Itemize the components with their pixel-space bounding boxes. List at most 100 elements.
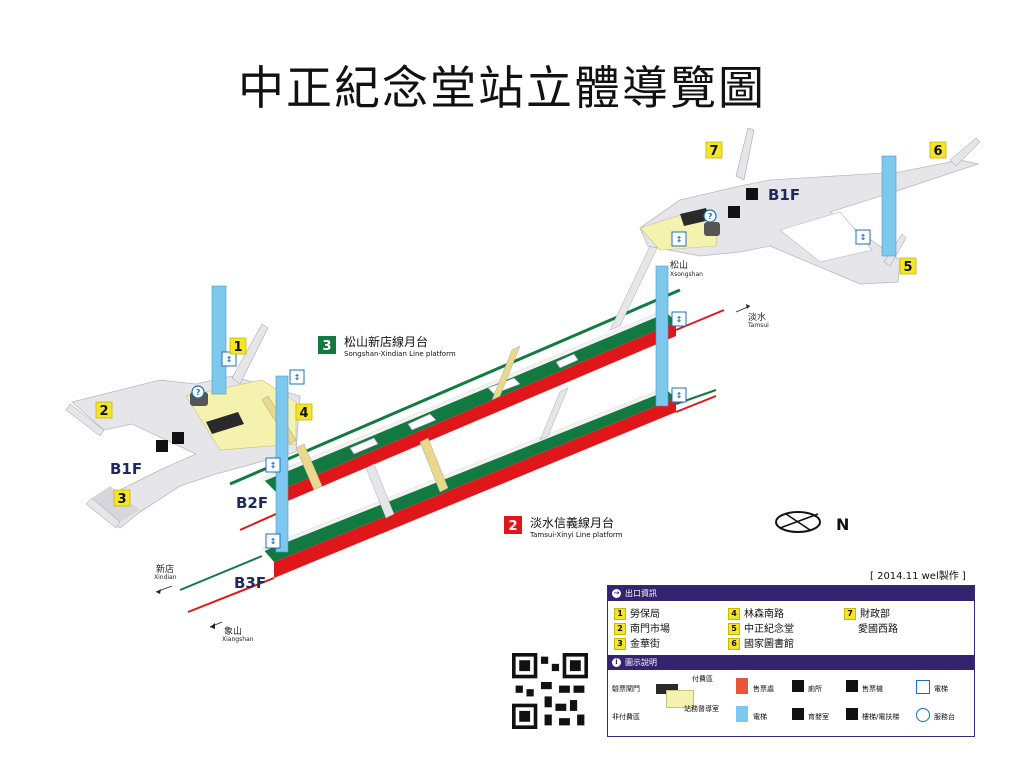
svg-text:象山: 象山 (224, 625, 242, 637)
ticket-machine-icon (728, 206, 740, 218)
svg-text:Xiangshan: Xiangshan (222, 636, 254, 643)
svg-text:↕: ↕ (294, 373, 301, 382)
exit-5[interactable]: 5 (899, 257, 917, 275)
svg-text:2: 2 (508, 519, 517, 534)
b2f-platform (229, 288, 725, 531)
svg-text:3: 3 (322, 339, 331, 354)
svg-text:↕: ↕ (676, 235, 683, 244)
svg-text:Tamsui: Tamsui (747, 322, 769, 329)
legend-info-desk: 站務督導室 (684, 705, 719, 713)
svg-text:Songshan-Xindian Line platform: Songshan-Xindian Line platform (344, 350, 456, 358)
service-desk-icon: ? (191, 385, 205, 399)
exit-4[interactable]: 4 (295, 403, 313, 421)
fare-gates-left (206, 412, 244, 434)
svg-text:?: ? (708, 212, 713, 221)
b3f-track-red (274, 398, 676, 578)
compass: N (775, 511, 849, 534)
floor-label-b3f: B3F (234, 574, 266, 592)
stairs-escalator-icon (846, 708, 858, 720)
svg-text:松山: 松山 (670, 259, 688, 271)
exit-6-stairs (949, 137, 981, 167)
exit-1[interactable]: 1 (229, 337, 247, 355)
exit-3-stairs (85, 497, 121, 529)
exit-7-stairs (735, 127, 755, 181)
legend-service-desk: 服務台 (934, 713, 955, 721)
b2f-track-red (276, 322, 676, 506)
svg-text:7: 7 (709, 144, 718, 159)
legend-ticket-machine: 售票機 (862, 685, 883, 693)
svg-text:↕: ↕ (860, 233, 867, 242)
toilet-icon (746, 188, 758, 200)
legend-ticket-office: 售票處 (753, 685, 774, 693)
svg-text:5: 5 (903, 260, 912, 275)
svg-text:↕: ↕ (270, 537, 277, 546)
direction-xindian: 新店 Xindian (154, 563, 177, 594)
exit-7[interactable]: 7 (705, 141, 723, 159)
fare-gate-icon (656, 684, 678, 694)
info-icon: i (612, 658, 621, 667)
direction-songshan: 松山 Xsongshan (670, 259, 703, 278)
svg-text:↕: ↕ (676, 391, 683, 400)
qr-code-icon[interactable] (512, 652, 588, 730)
svg-text:↕: ↕ (270, 461, 277, 470)
b3f-platform (179, 388, 717, 613)
nursing-room-icon (792, 708, 804, 720)
legend-elevator-block: 電梯 (753, 713, 767, 721)
elevator-icon: ↕ (671, 311, 687, 327)
service-desk-icon: ? (703, 209, 717, 223)
legend-elevator: 電梯 (934, 685, 948, 693)
legend-fare-gate: 驗票閘門 (612, 685, 640, 693)
elevator-block-icon (736, 706, 748, 722)
svg-text:3: 3 (117, 492, 126, 507)
floor-label-b1f-right: B1F (768, 186, 800, 204)
elevator-icon (916, 680, 930, 694)
svg-text:Xsongshan: Xsongshan (670, 271, 703, 278)
legend-stairs-escalator: 樓梯/電扶梯 (862, 713, 900, 721)
service-desk-icon (916, 708, 930, 722)
elevator-icon: ↕ (855, 229, 871, 245)
elevator-icon: ↕ (671, 231, 687, 247)
exit-3[interactable]: 3 (113, 489, 131, 507)
direction-xiangshan: 象山 Xiangshan (209, 621, 254, 643)
exit-2[interactable]: 2 (95, 401, 113, 419)
legend-icon-header: i 圖示說明 (608, 655, 974, 670)
legend-toilet: 廁所 (808, 685, 822, 693)
legend-icon-list: 驗票閘門 非付費區 付費區 站務督導室 售票處 電梯 廁所 育嬰室 售票機 樓梯… (608, 670, 974, 734)
ticket-office-icon (736, 678, 748, 694)
direction-tamsui: 淡水 Tamsui (735, 304, 769, 329)
legend-exit-7-alt[interactable]: 愛國西路 (858, 624, 898, 635)
paid-area-icon (666, 690, 694, 708)
elevator-icon: ↕ (265, 457, 281, 473)
ticket-machine-icon (172, 432, 184, 444)
svg-text:4: 4 (299, 406, 308, 421)
legend-paid-area: 付費區 (692, 675, 713, 683)
svg-text:1: 1 (233, 340, 242, 355)
exit-6[interactable]: 6 (929, 141, 947, 159)
floor-label-b1f-left: B1F (110, 460, 142, 478)
stairs (295, 241, 661, 519)
svg-text:↕: ↕ (226, 355, 233, 364)
toilet-icon (156, 440, 168, 452)
legend-nursing-room: 育嬰室 (808, 713, 829, 721)
legend-exit-header: → 出口資訊 (608, 586, 974, 601)
svg-text:?: ? (196, 388, 201, 397)
svg-text:松山新店線月台: 松山新店線月台 (344, 334, 428, 349)
elevator-icon: ↕ (221, 351, 237, 367)
page-title: 中正紀念堂站立體導覽圖 (238, 61, 766, 115)
elevator-icon: ↕ (289, 369, 305, 385)
elevator-icon: ↕ (671, 387, 687, 403)
svg-text:Tamsui-Xinyi Line platform: Tamsui-Xinyi Line platform (529, 531, 623, 539)
platform-label-tamsui: 2 淡水信義線月台 Tamsui-Xinyi Line platform (504, 515, 623, 539)
b1f-right-concourse (639, 127, 981, 285)
ticket-machine-icon (846, 680, 858, 692)
svg-text:淡水信義線月台: 淡水信義線月台 (530, 515, 614, 530)
